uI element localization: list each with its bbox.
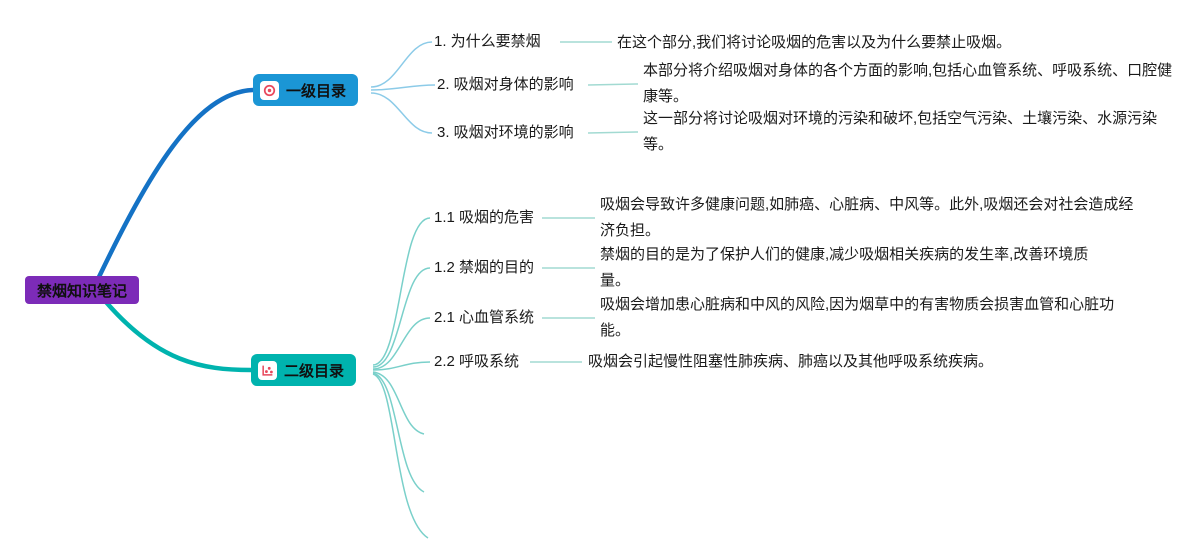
branch-level2-node[interactable]: 二级目录 (251, 354, 357, 386)
topic-l1-item1[interactable]: 1. 为什么要禁烟 (434, 33, 541, 50)
root-node[interactable]: 禁烟知识笔记 (25, 276, 140, 304)
desc-l2-item3[interactable]: 吸烟会增加患心脏病和中风的风险,因为烟草中的有害物质会损害血管和心脏功能。 (600, 296, 1115, 339)
topic-l1-item3[interactable]: 3. 吸烟对环境的影响 (437, 124, 574, 141)
edge-level2-extra2 (372, 372, 425, 493)
topic-l1-item2[interactable]: 2. 吸烟对身体的影响 (437, 76, 574, 93)
target-icon (260, 80, 279, 100)
desc-l2-item1[interactable]: 吸烟会导致许多健康问题,如肺癌、心脏病、中风等。此外,吸烟还会对社会造成经济负担… (600, 196, 1134, 239)
edge-root-to-level1 (95, 87, 256, 282)
edge-level1-to-item2 (370, 84, 436, 91)
edge-level2-to-item4 (372, 361, 431, 371)
topic-l2-item4[interactable]: 2.2 呼吸系统 (434, 353, 520, 370)
connector-l1-item2 (587, 83, 639, 86)
branch-level2-label: 二级目录 (284, 362, 345, 380)
branch-level1-node[interactable]: 一级目录 (253, 74, 359, 106)
desc-l1-item3[interactable]: 这一部分将讨论吸烟对环境的污染和破坏,包括空气污染、土壤污染、水源污染等。 (643, 110, 1158, 153)
desc-l2-item2[interactable]: 禁烟的目的是为了保护人们的健康,减少吸烟相关疾病的发生率,改善环境质量。 (600, 246, 1089, 289)
edge-level2-extra3 (372, 373, 429, 539)
edge-level1-to-item3 (370, 92, 433, 134)
scatter-chart-icon (258, 360, 277, 380)
desc-l2-item4[interactable]: 吸烟会引起慢性阻塞性肺疾病、肺癌以及其他呼吸系统疾病。 (588, 353, 994, 370)
edge-level2-extra1 (372, 371, 425, 435)
topic-l2-item3[interactable]: 2.1 心血管系统 (434, 309, 535, 326)
desc-l1-item2[interactable]: 本部分将介绍吸烟对身体的各个方面的影响,包括心血管系统、呼吸系统、口腔健康等。 (643, 62, 1173, 105)
connector-l1-item3 (587, 131, 639, 134)
topic-l2-item1[interactable]: 1.1 吸烟的危害 (434, 209, 535, 226)
topic-l2-item2[interactable]: 1.2 禁烟的目的 (434, 259, 535, 276)
desc-l1-item1[interactable]: 在这个部分,我们将讨论吸烟的危害以及为什么要禁止吸烟。 (617, 34, 1012, 51)
edge-level2-to-item2 (372, 267, 431, 368)
edge-level2-to-item1 (372, 217, 431, 366)
edge-root-to-level2 (103, 299, 254, 373)
edge-level1-to-item1 (370, 41, 433, 88)
root-label: 禁烟知识笔记 (37, 282, 128, 300)
branch-level1-label: 一级目录 (286, 82, 347, 100)
edge-level2-to-item3 (372, 317, 431, 370)
